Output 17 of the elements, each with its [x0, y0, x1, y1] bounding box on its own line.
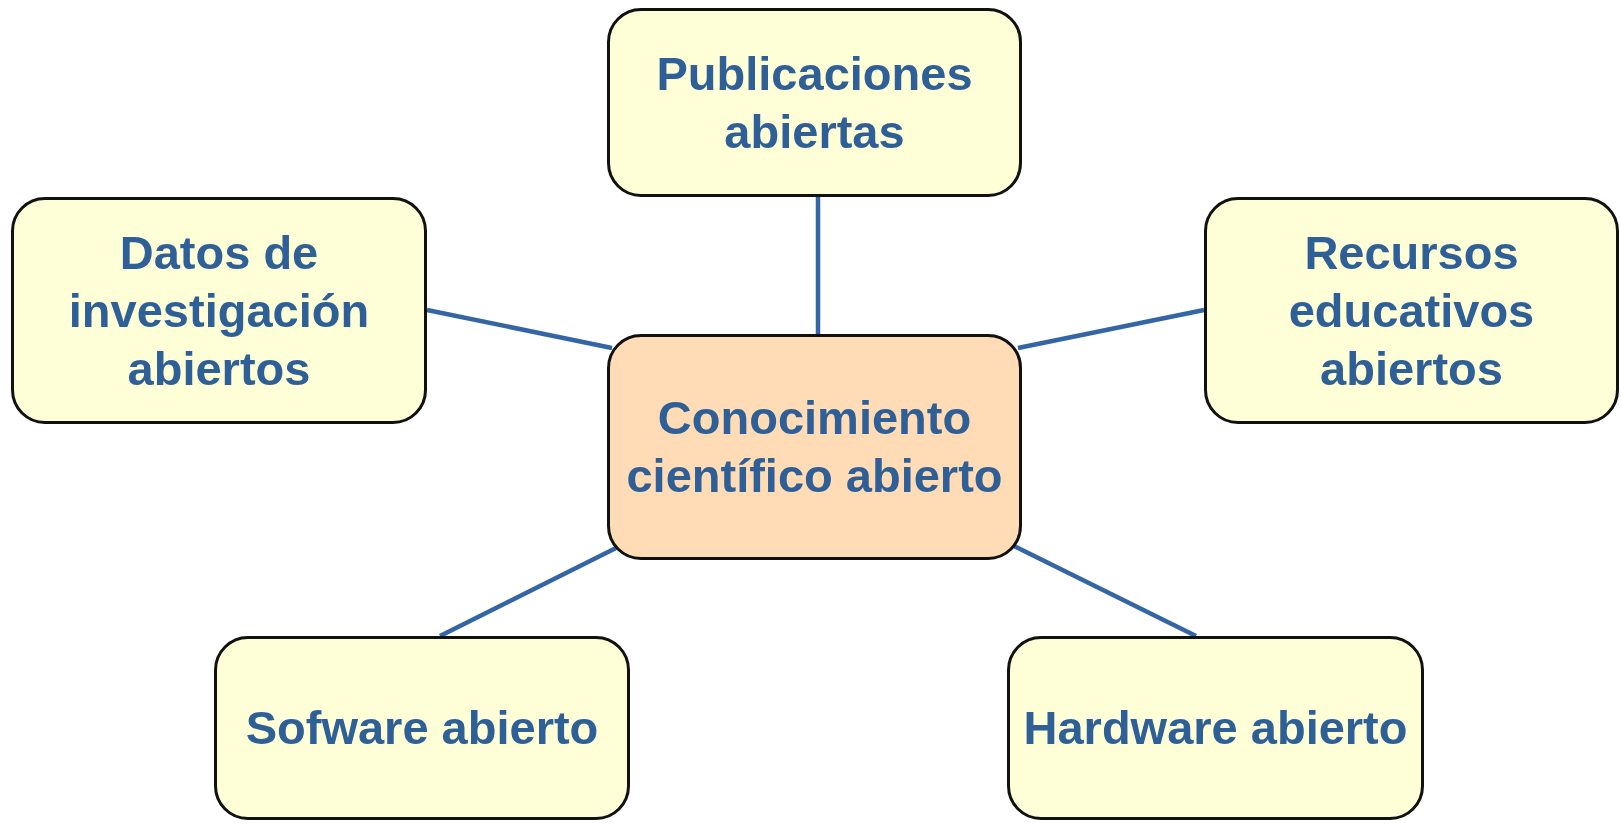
connector-line [439, 546, 617, 638]
node-label: Sofware abierto [244, 700, 600, 756]
connector-line [815, 197, 821, 334]
connector-line [1013, 544, 1197, 638]
connector-line [1017, 307, 1205, 351]
rounded-box [1007, 636, 1424, 820]
rounded-box [11, 197, 427, 424]
node-label: Hardware abierto [1022, 700, 1409, 756]
node-label: Recursos educativos abiertos [1287, 224, 1536, 397]
node-label: Datos de investigación abiertos [67, 224, 371, 397]
rounded-box [1204, 197, 1619, 424]
connector-line [426, 307, 613, 351]
rounded-box [607, 334, 1022, 560]
rounded-box [214, 636, 630, 820]
rounded-box [607, 8, 1022, 197]
node-label: Publicaciones abiertas [655, 45, 974, 160]
node-label: Conocimiento científico abierto [625, 390, 1004, 504]
